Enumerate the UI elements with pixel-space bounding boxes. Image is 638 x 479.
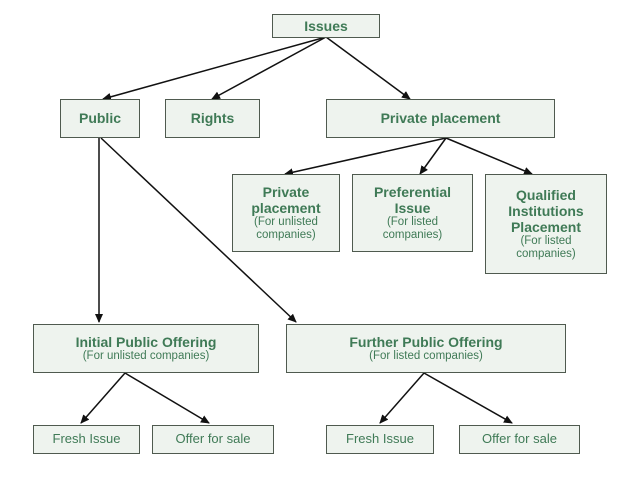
node-ipo-offer-for-sale: Offer for sale [152,425,274,454]
node-public: Public [60,99,140,138]
node-qip-title: Qualified Institutions Placement [508,186,584,235]
node-ipo-title: Initial Public Offering [75,333,217,350]
node-public-title: Public [78,110,121,127]
node-ipo-fresh-issue-title: Fresh Issue [52,431,121,447]
node-ipo-sub: (For unlisted companies) [82,349,210,362]
arrow-issues-public [102,36,327,101]
node-issues-title: Issues [304,17,348,34]
arrow-issues-rights [211,36,327,100]
node-preferential-title: Preferential Issue [373,183,452,216]
node-private-unlisted-title: Private placement [251,183,321,216]
node-qip-sub: (For listed companies) [516,234,576,261]
node-fpo-fresh-issue-title: Fresh Issue [346,431,414,447]
node-issues: Issues [272,14,380,38]
arrow-private-qip [445,137,533,175]
node-private-placement-title: Private placement [380,110,501,127]
arrow-ipo-ofs [124,372,210,424]
node-rights-title: Rights [190,110,235,127]
node-ipo: Initial Public Offering (For unlisted co… [33,324,259,373]
node-private-unlisted: Private placement (For unlisted companie… [232,174,340,252]
arrow-private-preferential [419,137,447,175]
node-fpo-sub: (For listed companies) [369,349,483,362]
node-private-unlisted-sub: (For unlisted companies) [254,215,318,242]
node-rights: Rights [165,99,260,138]
node-private-placement: Private placement [326,99,555,138]
arrow-private-unlisted [284,137,447,177]
node-ipo-offer-for-sale-title: Offer for sale [175,431,251,447]
node-qip: Qualified Institutions Placement (For li… [485,174,607,274]
node-fpo-fresh-issue: Fresh Issue [326,425,434,454]
node-fpo-title: Further Public Offering [349,333,503,350]
node-preferential-sub: (For listed companies) [382,215,443,242]
node-ipo-fresh-issue: Fresh Issue [33,425,140,454]
arrow-issues-private [325,36,411,100]
node-preferential: Preferential Issue (For listed companies… [352,174,473,252]
arrow-public-fpo [100,137,297,323]
arrow-ipo-fresh [80,372,126,424]
node-fpo: Further Public Offering (For listed comp… [286,324,566,373]
arrow-fpo-ofs [423,372,513,424]
node-fpo-offer-for-sale-title: Offer for sale [482,431,557,447]
node-fpo-offer-for-sale: Offer for sale [459,425,580,454]
arrow-fpo-fresh [379,372,425,424]
